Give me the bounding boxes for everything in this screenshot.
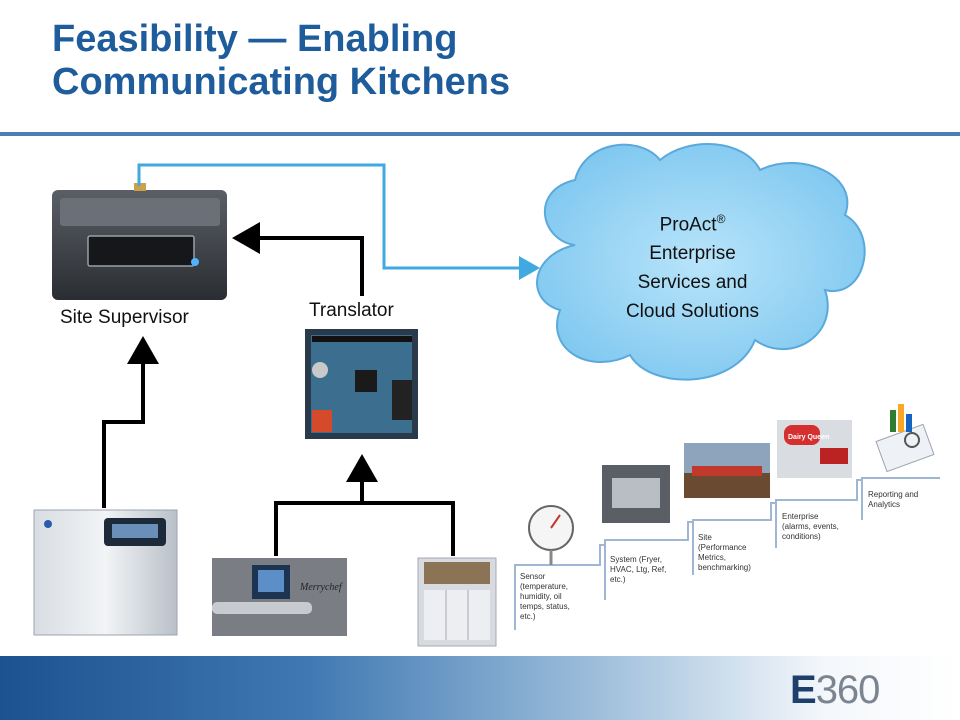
arrow-translator-to-supervisor — [232, 222, 364, 296]
step-line: etc.) — [610, 575, 626, 584]
restaurant-signs-photo: Dairy Queen — [777, 420, 852, 478]
step-system-label: System (Fryer, HVAC, Ltg, Ref, etc.) — [610, 555, 700, 585]
link-supervisor-to-cloud — [137, 163, 540, 280]
translator-board — [305, 329, 418, 439]
fryer-photo — [417, 557, 497, 647]
step-line: Enterprise — [782, 512, 819, 521]
cloud-shape — [536, 143, 866, 381]
site-supervisor-label: Site Supervisor — [60, 307, 189, 328]
step-line: benchmarking) — [698, 563, 751, 572]
restaurant-site-photo — [684, 443, 770, 498]
thermometer-icon — [528, 505, 574, 565]
sign-text: Dairy Queen — [788, 434, 829, 441]
analytics-chart-icon — [875, 404, 935, 473]
footer-band — [0, 656, 960, 720]
oven-brand-text: Merrychef — [299, 582, 343, 593]
e360-wordmark: E360 — [790, 668, 881, 712]
title-line-1: Feasibility — Enabling — [52, 18, 458, 60]
step-line: Analytics — [868, 500, 901, 509]
step-line: temps, status, — [520, 602, 570, 611]
arrow-ice-to-supervisor — [102, 336, 159, 508]
step-sensor-label: Sensor (temperature, humidity, oil temps… — [520, 572, 610, 622]
slide-title: Feasibility — Enabling Communicating Kit… — [52, 18, 752, 104]
oven-photo: Merrychef — [212, 558, 347, 636]
cloud-label-line-3: Cloud Solutions — [625, 301, 760, 323]
step-line: (Performance — [698, 543, 747, 552]
step-line: (temperature, — [520, 582, 569, 591]
brand-number: 360 — [815, 668, 881, 712]
step-reporting-label: Reporting and Analytics — [868, 490, 958, 510]
arrow-appliances-to-translator — [274, 501, 455, 556]
step-line: etc.) — [520, 612, 536, 621]
step-line: Site — [698, 533, 712, 542]
step-line: Sensor — [520, 572, 546, 581]
cloud-label: ProAct® Enterprise Services and Cloud So… — [600, 205, 785, 326]
step-enterprise-label: Enterprise (alarms, events, conditions) — [782, 512, 872, 542]
title-line-2: Communicating Kitchens — [52, 61, 511, 103]
staircase-steps — [514, 477, 940, 630]
step-line: Metrics, — [698, 553, 726, 562]
cloud-label-main: ProAct — [659, 214, 717, 236]
step-line: humidity, oil — [520, 592, 562, 601]
step-site-label: Site (Performance Metrics, benchmarking) — [698, 533, 788, 573]
step-line: conditions) — [782, 532, 821, 541]
brand-letter: E — [790, 668, 817, 712]
translator-label: Translator — [309, 300, 394, 321]
title-divider — [0, 132, 960, 136]
step-line: System (Fryer, — [610, 555, 663, 564]
step-line: HVAC, Ltg, Ref, — [610, 565, 667, 574]
ice-machine — [33, 509, 178, 636]
step-line: (alarms, events, — [782, 522, 839, 531]
cloud-label-reg: ® — [716, 212, 726, 226]
site-supervisor-device — [52, 183, 227, 300]
cloud-label-line-2: Services and — [637, 272, 748, 294]
fryer-basket-photo — [602, 465, 670, 523]
cloud-label-line-1: Enterprise — [649, 243, 736, 265]
step-line: Reporting and — [868, 490, 919, 499]
